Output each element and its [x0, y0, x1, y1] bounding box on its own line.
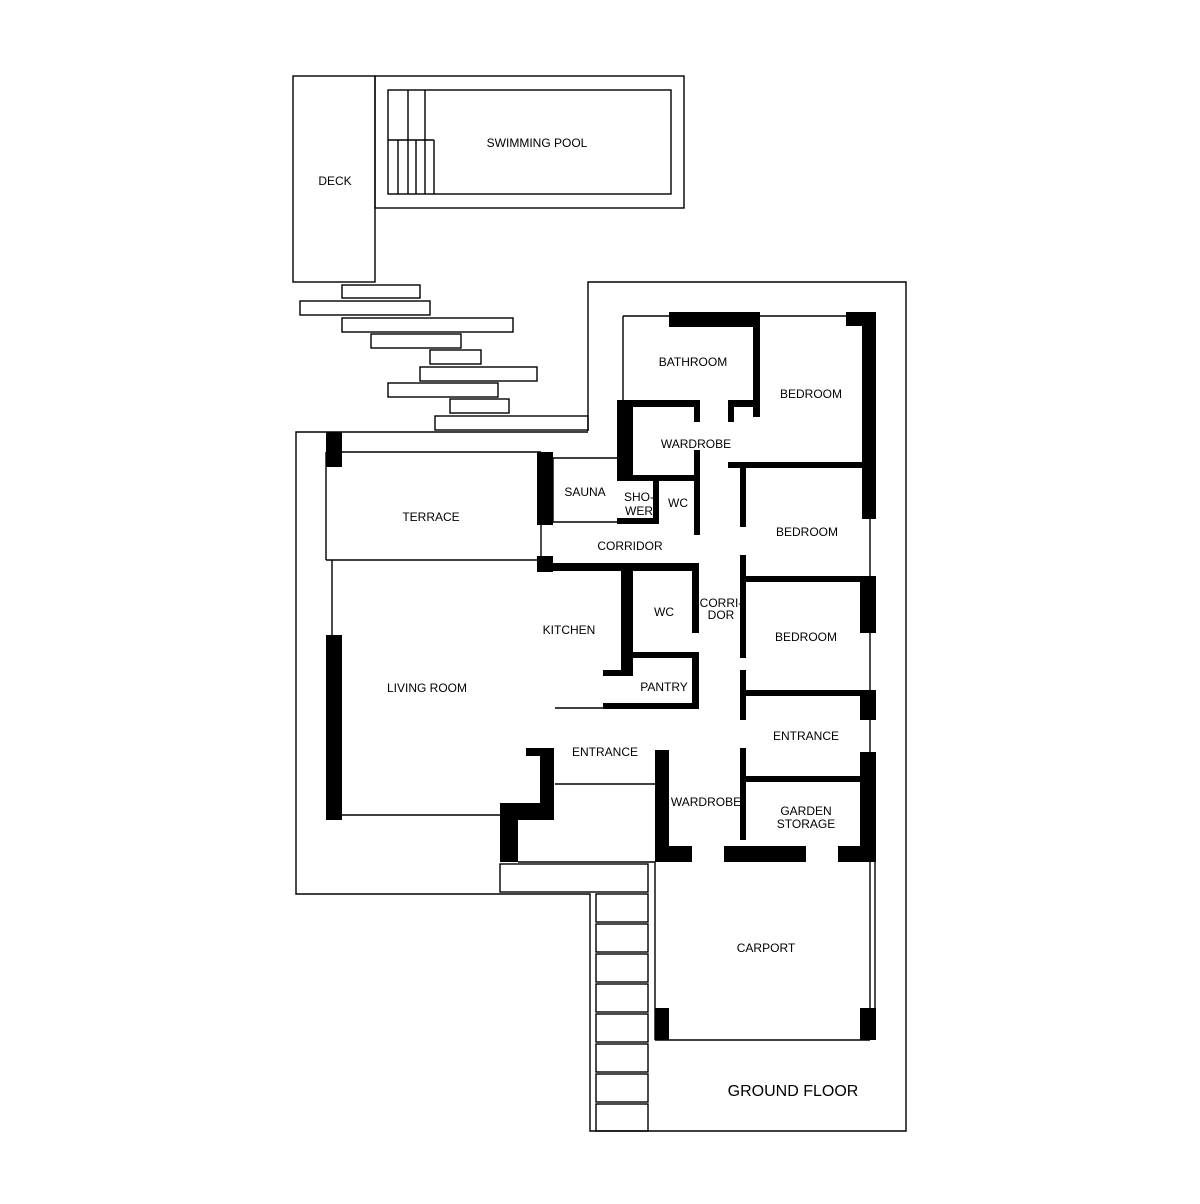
- bedroom-3-label: BEDROOM: [775, 630, 837, 644]
- entrance-2-label: ENTRANCE: [773, 729, 839, 743]
- corridor-1-label: CORRIDOR: [597, 539, 663, 553]
- swimming-pool-label: SWIMMING POOL: [487, 136, 588, 150]
- carport-label: CARPORT: [737, 941, 796, 955]
- corridor-2-label-line-1: CORRI-: [700, 596, 743, 610]
- pool-stairs: [388, 90, 435, 194]
- wardrobe-1-label: WARDROBE: [661, 437, 731, 451]
- site-outline: [295, 281, 907, 1132]
- entry-steps: [499, 863, 649, 1132]
- terrace-label: TERRACE: [402, 510, 459, 524]
- room-labels: DECK SWIMMING POOL BATHROOM BEDROOM WARD…: [318, 136, 842, 955]
- wardrobe-2-label: WARDROBE: [671, 795, 741, 809]
- plan-title: GROUND FLOOR: [728, 1083, 859, 1100]
- pool-area: [292, 75, 685, 283]
- garden-storage-label-line-2: STORAGE: [777, 817, 835, 831]
- bathroom-label: BATHROOM: [659, 355, 727, 369]
- shower-label-line-1: SHO-: [624, 490, 654, 504]
- garden-storage-label-line-1: GARDEN: [780, 804, 831, 818]
- wc-2-label: WC: [654, 605, 674, 619]
- stepping-stones: [299, 284, 589, 431]
- sauna-label: SAUNA: [564, 485, 605, 499]
- bedroom-2-label: BEDROOM: [776, 525, 838, 539]
- wc-1-label: WC: [668, 496, 688, 510]
- corridor-2-label-line-2: DOR: [708, 608, 735, 622]
- interior-thin-walls: [518, 315, 848, 1040]
- heavy-walls: [326, 312, 876, 1040]
- pantry-label: PANTRY: [640, 680, 688, 694]
- bedroom-1-label: BEDROOM: [780, 387, 842, 401]
- kitchen-label: KITCHEN: [543, 623, 596, 637]
- pool-surround: [374, 75, 685, 209]
- pool-basin: [387, 89, 672, 195]
- deck-label: DECK: [318, 174, 351, 188]
- shower-label-line-2: WER: [625, 504, 653, 518]
- entrance-1-label: ENTRANCE: [572, 745, 638, 759]
- living-room-label: LIVING ROOM: [387, 681, 467, 695]
